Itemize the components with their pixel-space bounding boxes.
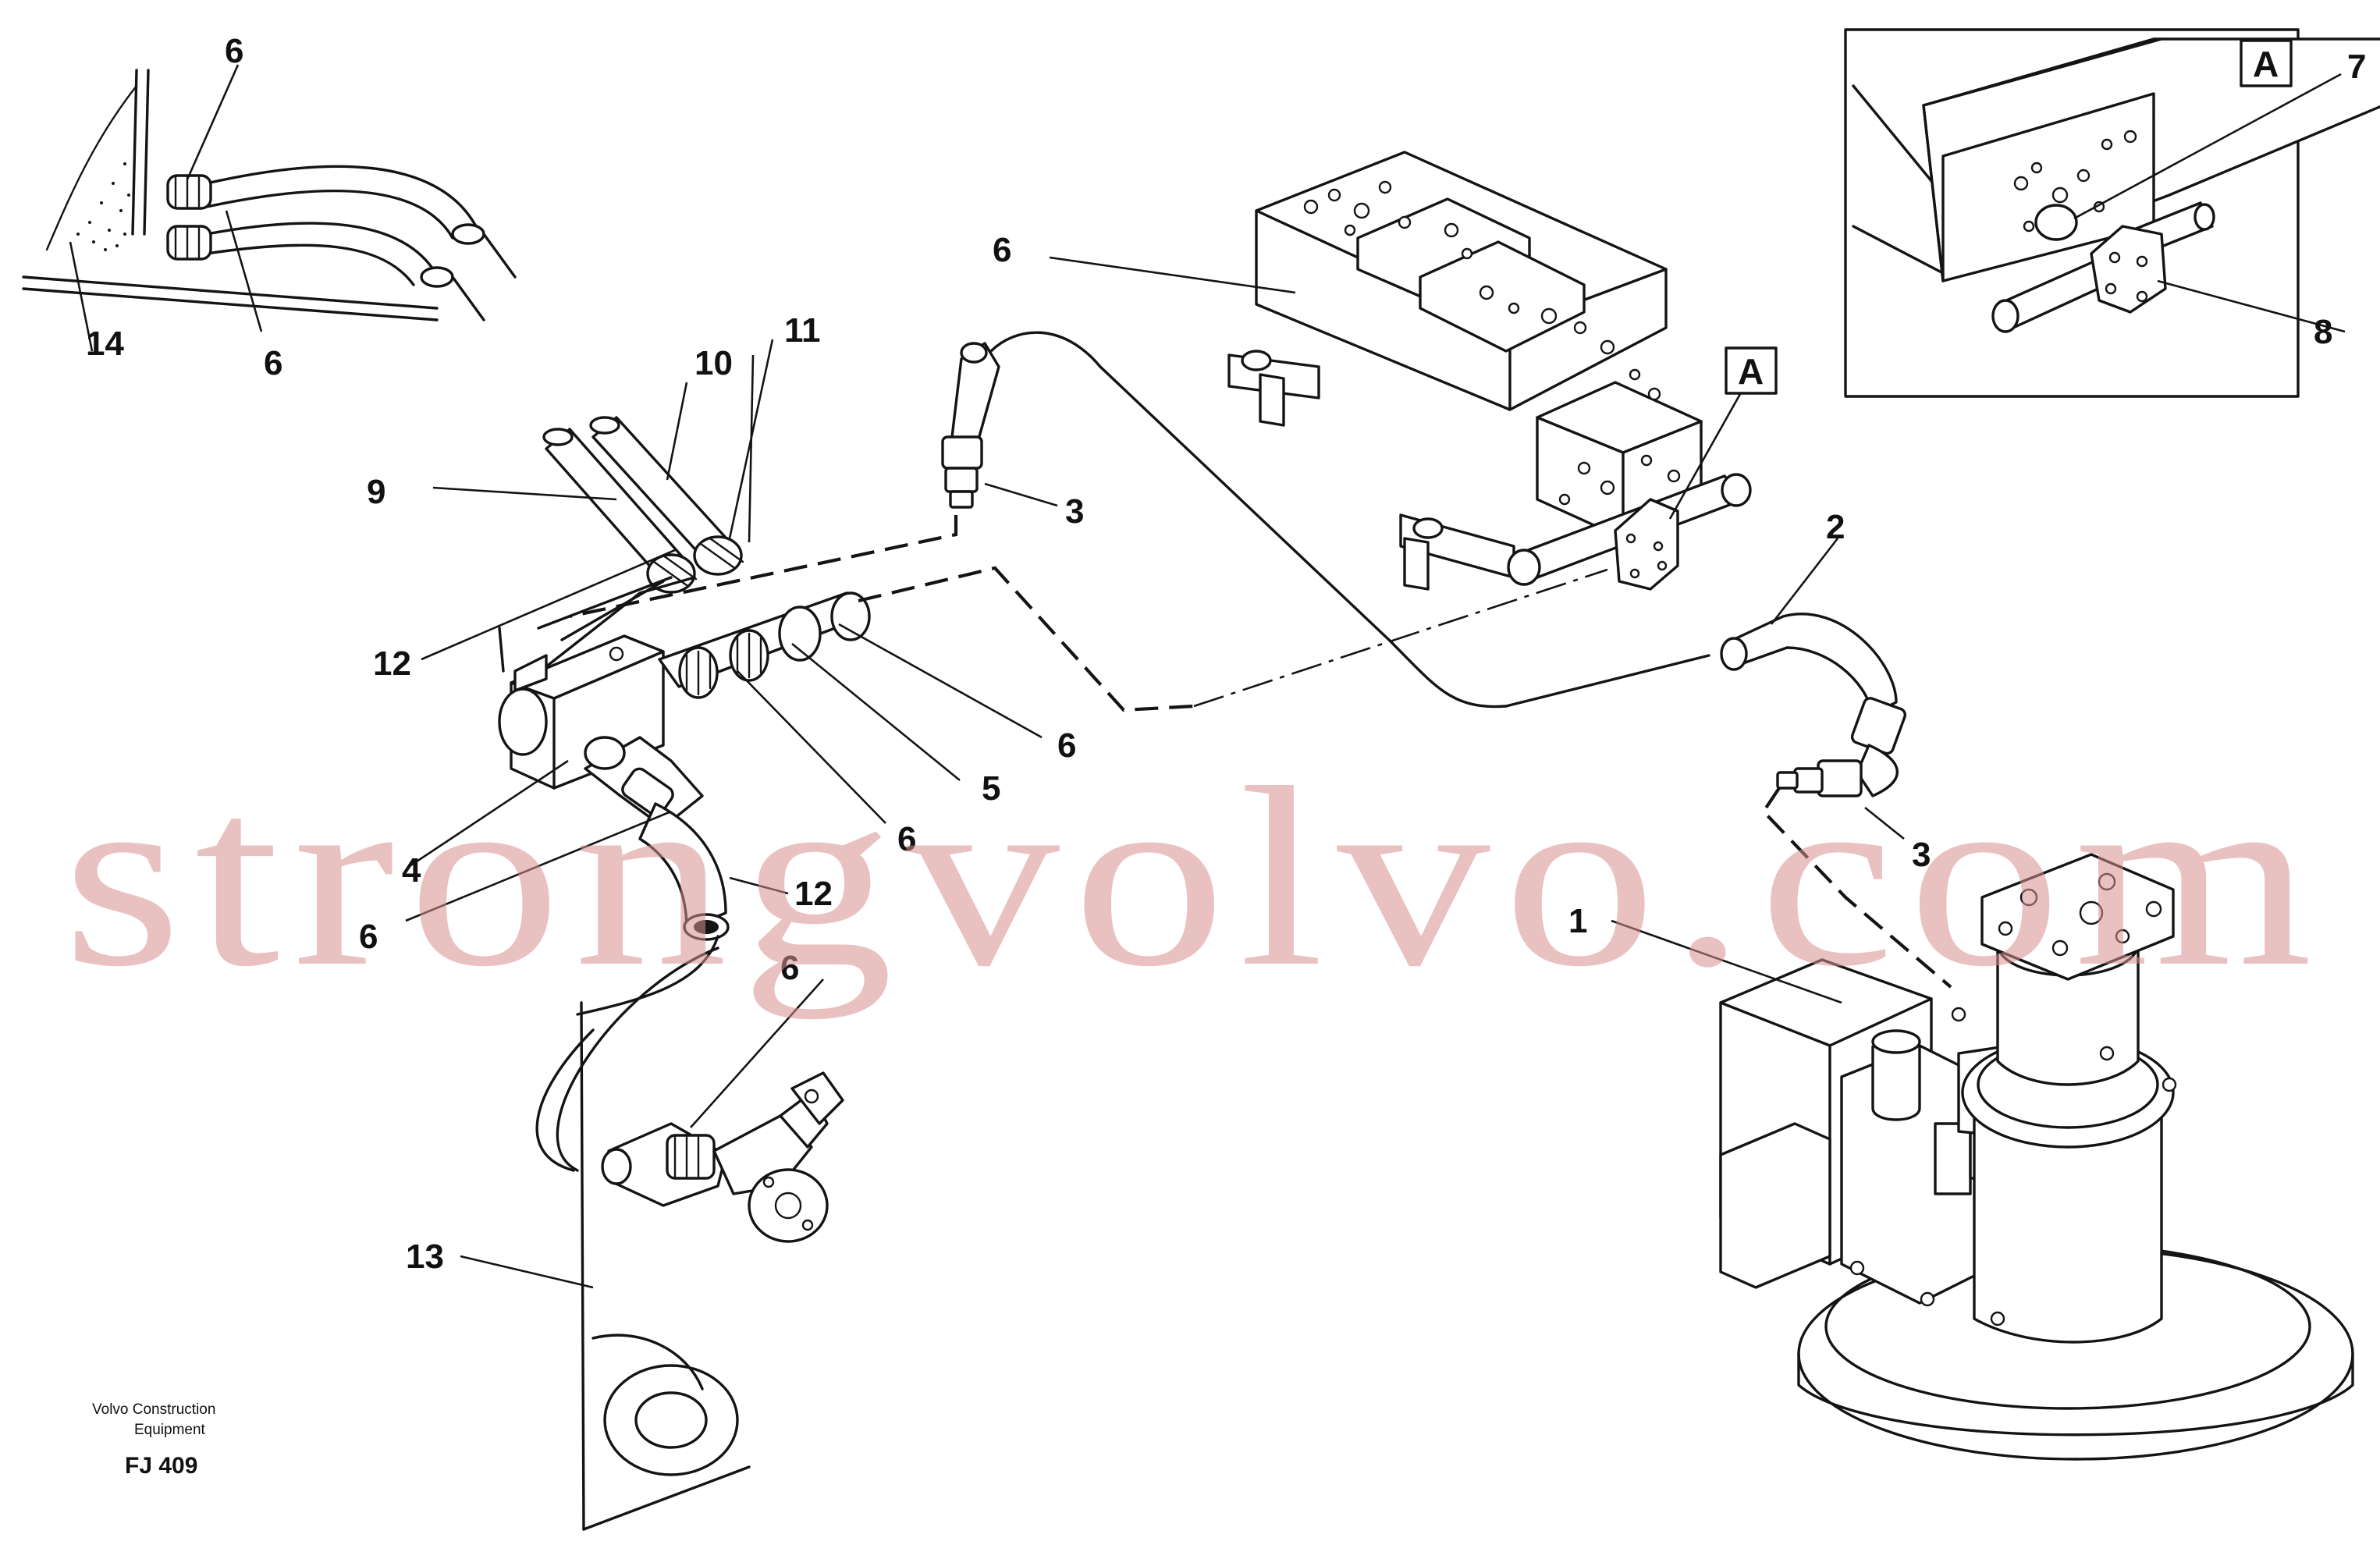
suction-line [535, 935, 844, 1531]
callout-13: 12 [794, 875, 833, 913]
company-name-line1: Volvo Construction [92, 1401, 215, 1418]
callout-12: 12 [373, 645, 411, 683]
detail-tag-inset: A [2253, 44, 2279, 84]
callout-labels: 1 2 3 3 4 5 6 6 6 6 6 6 6 7 8 9 10 11 12… [86, 32, 2366, 1276]
callout-2: 2 [1826, 508, 1845, 546]
callout-6: 6 [780, 949, 799, 987]
callout-12: 11 [784, 311, 821, 350]
callout-6: 6 [359, 918, 378, 956]
watermark: strongvolvo.com [62, 735, 2325, 1020]
hose-clamp-icon [166, 174, 212, 261]
callout-10: 9 [367, 473, 385, 511]
company-name-line2: Equipment [134, 1422, 206, 1438]
distribution-block [498, 416, 871, 941]
footer: Volvo Construction Equipment FJ 409 [92, 1401, 215, 1479]
callout-6: 6 [264, 344, 282, 382]
callout-9: 8 [2314, 313, 2332, 351]
callout-3: 3 [1065, 492, 1084, 531]
callout-15: 14 [86, 325, 124, 363]
callout-6: 6 [897, 820, 916, 858]
drain-lines [569, 515, 1952, 989]
callout-8: 7 [2347, 48, 2366, 86]
tank-detail [22, 69, 517, 321]
callout-4: 4 [402, 851, 421, 890]
inset-detail-a: A [1844, 28, 2380, 398]
callout-7: 6 [993, 231, 1011, 269]
tank-stipple [76, 162, 130, 251]
callout-11: 10 [694, 344, 733, 382]
callout-5: 5 [982, 769, 1000, 808]
figure-code: FJ 409 [125, 1453, 197, 1479]
callout-14: 13 [406, 1238, 444, 1276]
callout-1: 1 [1568, 902, 1587, 940]
leader-lines [69, 64, 1905, 1289]
callout-3: 3 [1912, 836, 1931, 874]
pump-assembly [1719, 853, 2354, 1461]
control-valve: A [1227, 151, 1778, 591]
valve-bolt-holes [1303, 180, 1681, 506]
callout-6: 6 [225, 32, 243, 70]
detail-tag-main: A [1738, 351, 1764, 392]
callout-6: 6 [1057, 726, 1076, 765]
pilot-hoses [941, 331, 1907, 797]
